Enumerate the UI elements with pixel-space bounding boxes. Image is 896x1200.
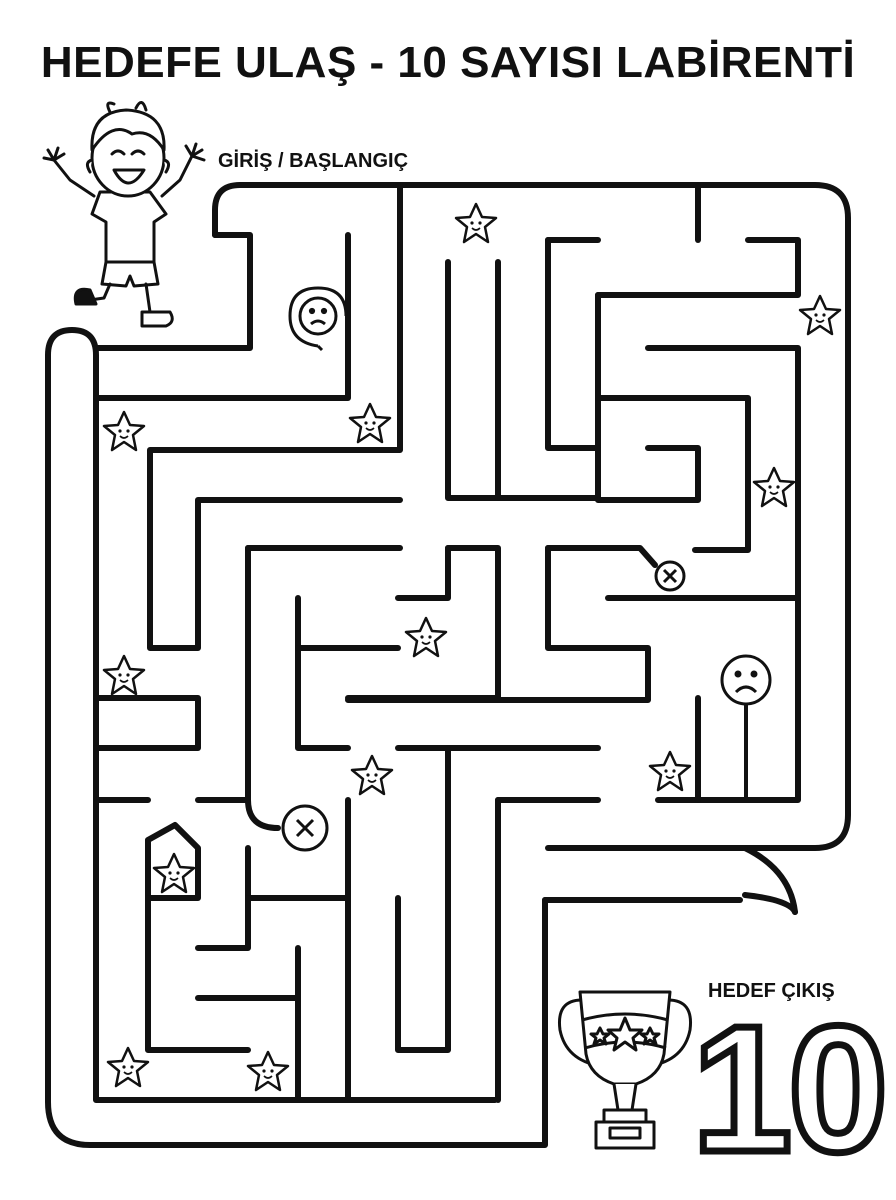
smiling-star-icon — [102, 410, 146, 452]
smiling-star-icon — [350, 754, 394, 796]
smiling-star-icon — [798, 294, 842, 336]
exit-label: HEDEF ÇIKIŞ — [708, 980, 835, 1002]
smiling-star-icon — [404, 616, 448, 658]
smiling-star-icon — [648, 750, 692, 792]
sad-face-icon — [288, 286, 348, 352]
smiling-star-icon — [152, 852, 196, 894]
x-circle-icon — [281, 804, 329, 852]
sad-face-icon — [720, 654, 772, 800]
x-circle-icon — [654, 560, 686, 592]
start-label: GİRİŞ / BAŞLANGIÇ — [218, 150, 409, 172]
smiling-star-icon — [102, 654, 146, 696]
maze-walls — [45, 182, 851, 1148]
target-number: 10 — [688, 989, 891, 1190]
smiling-star-icon — [348, 402, 392, 444]
smiling-star-icon — [246, 1050, 290, 1092]
smiling-star-icon — [752, 466, 796, 508]
star-icon-group — [102, 202, 842, 1092]
happy-boy-icon — [42, 101, 206, 328]
smiling-star-icon — [454, 202, 498, 244]
page-title: HEDEFE ULAŞ - 10 SAYISI LABİRENTİ — [40, 38, 856, 87]
trophy-icon — [557, 990, 693, 1150]
smiling-star-icon — [106, 1046, 150, 1088]
